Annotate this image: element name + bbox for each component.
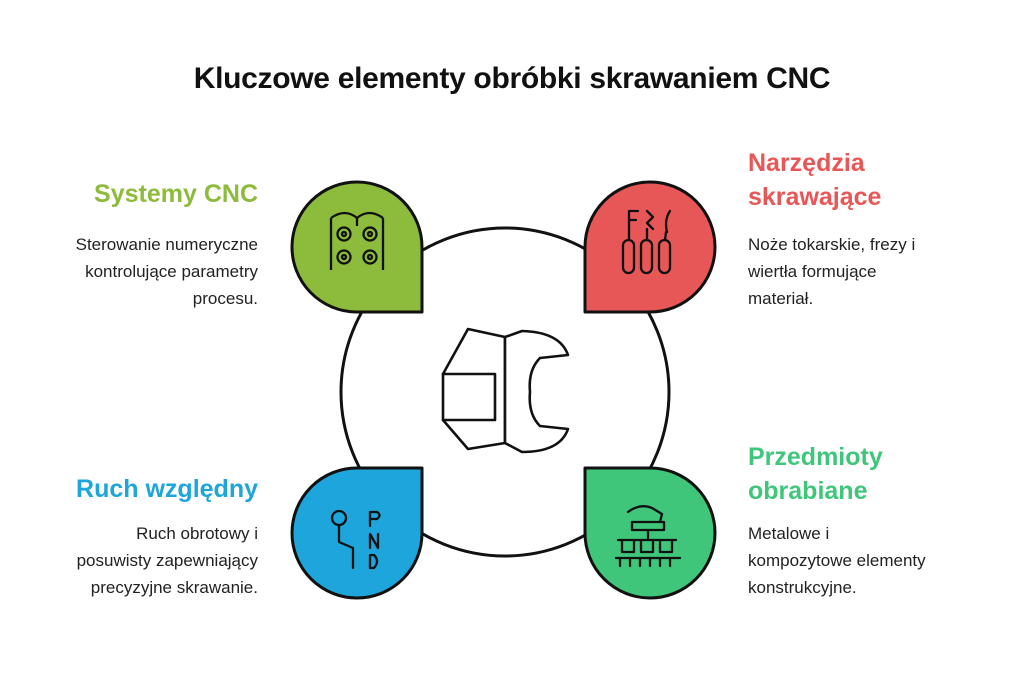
machine-bed-icon <box>614 505 682 568</box>
cnc-description: Sterowanie numeryczne kontrolujące param… <box>75 235 258 308</box>
motion-heading: Ruch względny <box>76 475 258 503</box>
control-panel-icon <box>329 211 385 270</box>
cutting-tools-icon <box>621 209 672 275</box>
motion-description: Ruch obrotowy i posuwisty zapewniający p… <box>76 524 258 597</box>
workpiece-description: Metalowe i kompozytowe elementy konstruk… <box>748 524 926 597</box>
cnc-bubble <box>290 180 424 314</box>
page-title: Kluczowe elementy obróbki skrawaniem CNC <box>193 62 831 95</box>
motion-bubble <box>290 466 424 600</box>
workpiece-heading: Przedmioty obrabiane <box>748 443 883 505</box>
gear-shift-icon <box>330 509 381 570</box>
cnc-heading: Systemy CNC <box>94 180 258 208</box>
workpiece-bubble <box>583 466 717 600</box>
tools-bubble <box>583 180 717 314</box>
wrench-icon <box>441 327 570 454</box>
tools-description: Noże tokarskie, frezy i wiertła formując… <box>748 235 916 308</box>
tools-heading: Narzędzia skrawające <box>748 149 882 211</box>
